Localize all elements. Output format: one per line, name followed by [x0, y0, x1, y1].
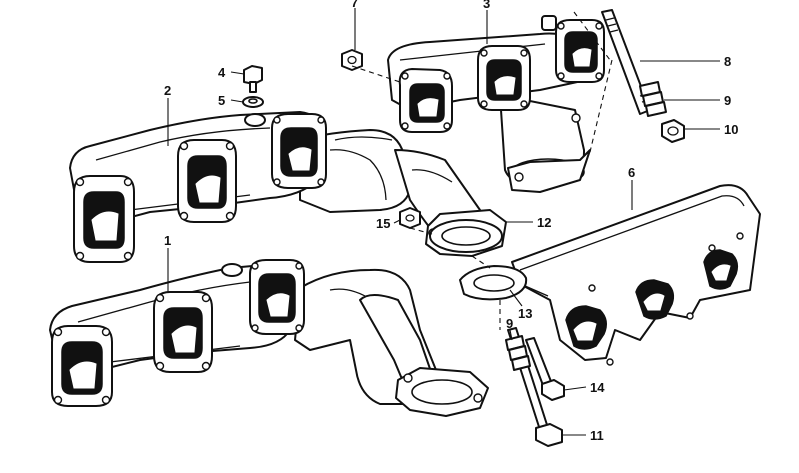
manifold-part-1	[49, 259, 489, 417]
callout-10: 10	[724, 122, 738, 137]
callout-15: 15	[376, 216, 390, 231]
manifold-part-2	[69, 111, 507, 263]
callout-13: 13	[518, 306, 532, 321]
spring-washer-part-9-upper	[639, 81, 667, 117]
flange-3-b	[477, 45, 531, 111]
nut-part-10	[661, 119, 685, 143]
stud-part-14	[525, 337, 565, 401]
nut-part-7	[341, 49, 363, 71]
manifold-part-3	[387, 15, 605, 193]
callout-5: 5	[218, 93, 225, 108]
callout-12: 12	[537, 215, 551, 230]
callout-6: 6	[628, 165, 635, 180]
callout-11: 11	[590, 428, 604, 443]
callout-4: 4	[218, 65, 226, 80]
gasket-part-13	[459, 265, 528, 301]
flange-2-c	[271, 113, 327, 189]
heat-shield-part-6	[511, 184, 761, 366]
stud-part-15	[399, 207, 421, 229]
flange-2-b	[177, 139, 237, 223]
spring-washer-part-9-lower	[505, 335, 531, 371]
gasket-part-12	[429, 219, 503, 253]
flange-3-a	[398, 68, 453, 133]
bolt-part-4	[243, 65, 263, 93]
flange-1-c	[249, 259, 305, 335]
callout-3: 3	[483, 0, 490, 11]
washer-part-5	[242, 96, 264, 108]
callout-9-lower: 9	[506, 316, 513, 331]
flange-2-a	[73, 175, 135, 263]
callout-14: 14	[590, 380, 605, 395]
flange-1-b	[153, 291, 213, 373]
flange-3-c	[555, 19, 605, 83]
callout-8: 8	[724, 54, 731, 69]
callout-7: 7	[351, 0, 358, 10]
callout-9-upper: 9	[724, 93, 731, 108]
flange-1-a	[51, 325, 113, 407]
callout-2: 2	[164, 83, 171, 98]
callout-1: 1	[164, 233, 171, 248]
